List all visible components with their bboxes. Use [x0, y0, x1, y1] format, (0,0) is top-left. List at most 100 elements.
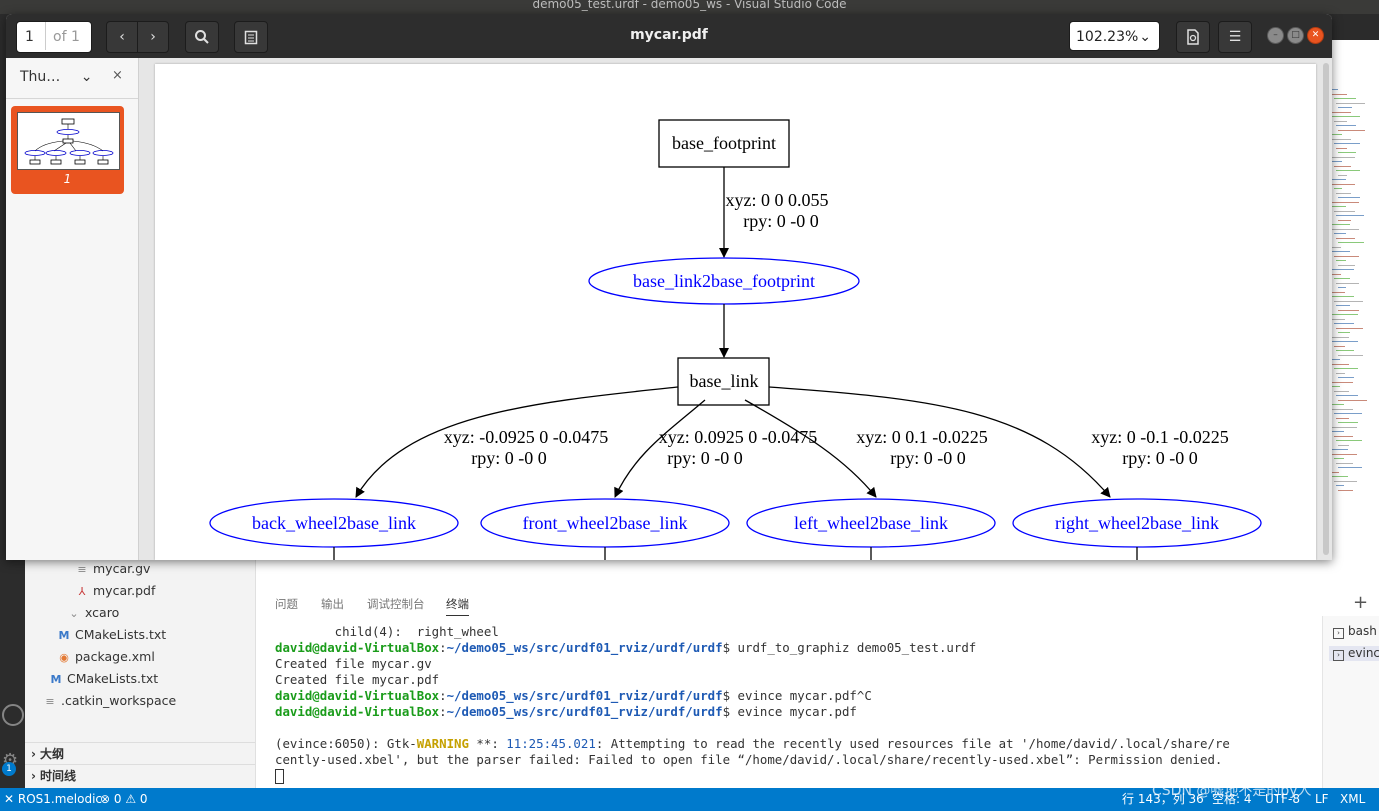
page-thumbnail[interactable]: 1: [11, 106, 124, 194]
node-base-link: [677, 357, 770, 406]
problems-indicator[interactable]: ⊗ 0 ⚠ 0: [100, 792, 148, 806]
encoding[interactable]: UTF-8: [1265, 792, 1300, 806]
minimize-icon: –: [1273, 30, 1278, 40]
line-ending[interactable]: LF: [1315, 792, 1329, 806]
explorer-item[interactable]: M CMakeLists.txt: [25, 624, 287, 646]
terminal-line: cently-used.xbel', but the parser failed…: [275, 752, 1223, 767]
maximize-button[interactable]: □: [1287, 27, 1304, 44]
terminal-session-bash[interactable]: ›bash: [1333, 624, 1377, 639]
tf-tree-graph: base_footprint xyz: 0 0 0.055 rpy: 0 -0 …: [209, 119, 1262, 560]
next-page-button[interactable]: ›: [137, 21, 169, 53]
explorer-item-label: CMakeLists.txt: [67, 671, 159, 686]
explorer-item[interactable]: ⌄ xcaro: [25, 602, 297, 624]
cmake-file-icon: M: [58, 629, 70, 642]
edge-link-right: [768, 386, 1111, 498]
joint-right-rpy: rpy: 0 -0 0: [1122, 448, 1198, 468]
terminal-line: [275, 720, 1315, 736]
minimize-button[interactable]: –: [1267, 27, 1284, 44]
status-bar: ✕ ROS1.melodic ⊗ 0 ⚠ 0 行 143，列 36 空格: 4 …: [0, 783, 1379, 811]
csdn-watermark: CSDN @嘘地不是的py人: [1152, 783, 1312, 799]
terminal-line: Created file mycar.pdf: [275, 672, 440, 687]
document-properties-button[interactable]: [1176, 21, 1210, 53]
page-number-entry[interactable]: 1 of 1: [16, 21, 92, 53]
pdf-file-icon: ⅄: [78, 585, 86, 598]
vscode-window-title: demo05_test.urdf - demo05_ws - Visual St…: [532, 0, 847, 11]
node-right-wheel-joint-label: right_wheel2base_link: [1055, 513, 1219, 533]
timeline-section[interactable]: ›时间线: [25, 764, 255, 787]
explorer-item[interactable]: ⅄mycar.pdf: [25, 580, 305, 602]
terminal-line: Created file mycar.gv: [275, 656, 432, 671]
thumbnail-preview: [17, 112, 120, 170]
chevron-right-icon: ›: [150, 29, 156, 45]
terminal-line: david@david-VirtualBox:~/demo05_ws/src/u…: [275, 640, 977, 655]
terminal-session-evince[interactable]: ›evinc: [1329, 646, 1379, 661]
language-mode[interactable]: XML: [1340, 792, 1366, 806]
explorer-item[interactable]: ≡mycar.gv: [25, 558, 305, 580]
cmake-file-icon: M: [50, 673, 62, 686]
chevron-down-icon: ⌄: [69, 607, 79, 620]
hamburger-menu-icon: ☰: [1228, 29, 1242, 45]
sidebar-close-icon[interactable]: ×: [112, 68, 123, 83]
xml-file-icon: ◉: [59, 651, 69, 664]
terminal-line: (evince:6050): Gtk-WARNING **: 11:25:45.…: [275, 736, 1230, 751]
indentation[interactable]: 空格: 4: [1212, 792, 1252, 806]
account-icon[interactable]: [2, 704, 24, 726]
document-scrollbar[interactable]: [1323, 63, 1329, 555]
zoom-select[interactable]: 102.23% ⌄: [1069, 21, 1160, 51]
explorer-item-label: xcaro: [85, 605, 120, 620]
tab-debug-console[interactable]: 调试控制台: [367, 597, 425, 611]
terminal-session-list: ›bash ›evinc: [1322, 616, 1379, 788]
joint-back-rpy: rpy: 0 -0 0: [471, 448, 547, 468]
close-button[interactable]: ✕: [1307, 27, 1324, 44]
sidebar-header: Thu… ⌄ ×: [6, 58, 138, 99]
remote-indicator[interactable]: ✕ ROS1.melodic: [4, 792, 103, 806]
joint-front-rpy: rpy: 0 -0 0: [667, 448, 743, 468]
new-terminal-icon[interactable]: +: [1353, 592, 1369, 613]
notepad-icon: [244, 30, 258, 45]
joint-back-xyz: xyz: -0.0925 0 -0.0475: [444, 427, 608, 447]
terminal-line: david@david-VirtualBox:~/demo05_ws/src/u…: [275, 688, 872, 703]
minimap[interactable]: [1330, 75, 1379, 495]
joint1-rpy: rpy: 0 -0 0: [743, 211, 819, 231]
cursor-position[interactable]: 行 143，列 36: [1122, 792, 1204, 806]
explorer-item-label: CMakeLists.txt: [75, 627, 167, 642]
joint-left-rpy: rpy: 0 -0 0: [890, 448, 966, 468]
tab-output[interactable]: 输出: [321, 597, 344, 611]
update-badge: 1: [2, 762, 16, 776]
explorer-item[interactable]: ≡.catkin_workspace: [25, 690, 273, 712]
chevron-left-icon: ‹: [119, 29, 125, 45]
close-icon: ✕: [1311, 30, 1320, 40]
vscode-titlebar: demo05_test.urdf - demo05_ws - Visual St…: [0, 0, 1379, 14]
edge-link-back: [355, 386, 679, 498]
tab-terminal[interactable]: 终端: [446, 596, 469, 616]
outline-section[interactable]: ›大纲: [25, 742, 255, 765]
terminal-line: child(4): right_wheel: [275, 624, 499, 639]
pdf-page: base_footprint xyz: 0 0 0.055 rpy: 0 -0 …: [155, 64, 1316, 560]
search-button[interactable]: [185, 21, 219, 53]
explorer-item[interactable]: M CMakeLists.txt: [25, 668, 279, 690]
search-icon: [195, 30, 209, 44]
terminal-cursor: [275, 769, 284, 784]
evince-window: 1 of 1 ‹ › mycar.pdf 102.23% ⌄ ☰ – □ ✕ T…: [6, 14, 1332, 560]
tab-problems[interactable]: 问题: [275, 597, 298, 611]
sidebar-mode-selector[interactable]: Thu… ⌄: [20, 69, 93, 85]
document-view[interactable]: base_footprint xyz: 0 0 0.055 rpy: 0 -0 …: [139, 58, 1332, 560]
explorer-item-label: package.xml: [75, 649, 155, 664]
node-base-footprint: [658, 119, 790, 168]
explorer-item[interactable]: ◉ package.xml: [25, 646, 287, 668]
joint1-xyz: xyz: 0 0 0.055: [726, 190, 829, 210]
node-left-wheel-joint-label: left_wheel2base_link: [794, 513, 948, 533]
node-base-link-label: base_link: [690, 371, 759, 391]
annotations-button[interactable]: [234, 21, 268, 53]
maximize-icon: □: [1291, 30, 1300, 40]
thumbnail-sidebar: Thu… ⌄ ×: [6, 58, 139, 560]
thumbnail-graph: [24, 118, 114, 165]
prev-page-button[interactable]: ‹: [106, 21, 138, 53]
joint-left-xyz: xyz: 0 0.1 -0.0225: [856, 427, 987, 447]
main-menu-button[interactable]: ☰: [1218, 21, 1252, 53]
joint-right-xyz: xyz: 0 -0.1 -0.0225: [1091, 427, 1228, 447]
evince-headerbar: 1 of 1 ‹ › mycar.pdf 102.23% ⌄ ☰ – □ ✕: [6, 14, 1332, 58]
